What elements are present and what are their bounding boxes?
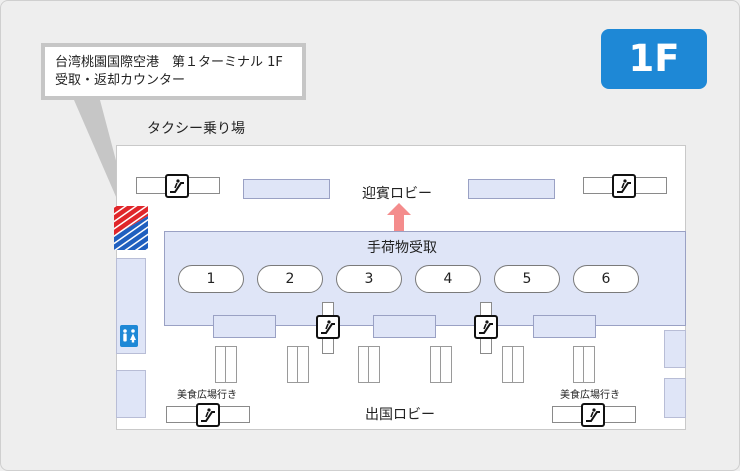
floor-badge: 1F	[601, 29, 707, 89]
taxi-stand-label: タクシー乗り場	[147, 121, 245, 137]
arrival-lobby-counter-left	[243, 179, 330, 199]
baggage-carousel-3: 3	[336, 265, 402, 293]
escalator-icon	[165, 174, 189, 198]
hall-counter-2	[373, 315, 436, 338]
baggage-carousel-1: 1	[178, 265, 244, 293]
escalator-icon	[316, 315, 340, 339]
restroom-icon	[120, 325, 138, 347]
hall-counter-3	[533, 315, 596, 338]
customs-gate-4	[430, 346, 452, 383]
food-court-label-left: 美食広場行き	[177, 390, 237, 401]
escalator-icon	[581, 403, 605, 427]
customs-gate-1	[215, 346, 237, 383]
baggage-claim-label: 手荷物受取	[367, 240, 437, 256]
left-wall-area-lower	[116, 370, 146, 418]
up-arrow-icon	[387, 203, 411, 231]
right-wall-area	[664, 330, 686, 368]
baggage-carousel-2: 2	[257, 265, 323, 293]
map-title-line2: 受取・返却カウンター	[55, 73, 186, 88]
hall-counter-1	[213, 315, 276, 338]
escalator-icon	[196, 403, 220, 427]
escalator-icon	[612, 174, 636, 198]
location-marker-icon	[114, 206, 148, 250]
customs-gate-2	[287, 346, 309, 383]
customs-gate-3	[358, 346, 380, 383]
arrival-lobby-counter-right	[468, 179, 555, 199]
escalator-icon	[474, 315, 498, 339]
food-court-label-right: 美食広場行き	[560, 390, 620, 401]
baggage-carousel-5: 5	[494, 265, 560, 293]
baggage-carousel-4: 4	[415, 265, 481, 293]
baggage-carousel-6: 6	[573, 265, 639, 293]
arrival-lobby-label: 迎賓ロビー	[362, 186, 432, 202]
departure-lobby-label: 出国ロビー	[365, 407, 435, 423]
right-wall-area-lower	[664, 378, 686, 418]
customs-gate-6	[573, 346, 595, 383]
map-title-callout: 台湾桃園国際空港 第１ターミナル 1F 受取・返却カウンター	[41, 43, 306, 100]
map-title-line1: 台湾桃園国際空港 第１ターミナル 1F	[55, 55, 283, 70]
customs-gate-5	[502, 346, 524, 383]
